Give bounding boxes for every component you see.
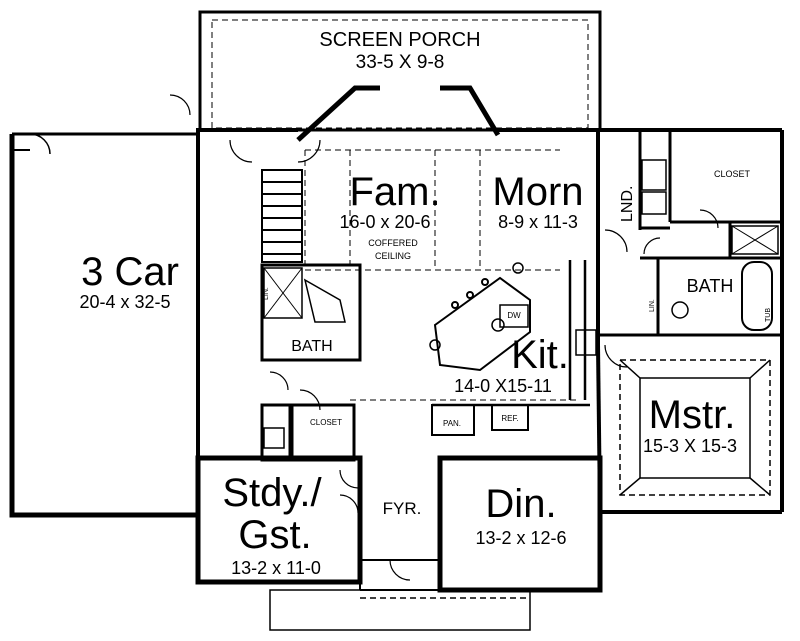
hall-bath-walls [260, 263, 362, 362]
porch-bay-walls [296, 85, 501, 142]
main-walls [196, 128, 784, 514]
garage-walls [9, 130, 200, 518]
kitchen-size: 14-0 X15-11 [454, 376, 552, 396]
kitchen-island [429, 262, 531, 372]
garage-door-arc [29, 133, 51, 155]
master-bath-name: BATH [687, 276, 734, 296]
toilet-fixture [671, 301, 689, 319]
front-porch [269, 589, 531, 631]
family-ceiling-note-2: CEILING [375, 251, 411, 261]
coffered-ceiling [304, 149, 580, 401]
screen-porch-outline [198, 10, 602, 132]
stairs [261, 169, 303, 263]
study-name-line1: Stdy./ [222, 471, 322, 515]
morning-name: Morn [492, 170, 583, 214]
family-name: Fam. [349, 170, 440, 214]
family-ceiling-note-1: COFFERED [368, 238, 418, 248]
refrigerator-label: REF. [501, 414, 518, 423]
morning-size: 8-9 x 11-3 [498, 212, 578, 232]
garage-size: 20-4 x 32-5 [79, 292, 170, 312]
door-swings [169, 94, 719, 581]
master-suite-walls [600, 130, 782, 337]
family-size: 16-0 x 20-6 [339, 212, 430, 232]
dining-size: 13-2 x 12-6 [475, 528, 566, 548]
master-tray-ceiling [619, 359, 771, 496]
tub-name: TUB [765, 308, 772, 322]
garage-name: 3 Car [81, 250, 179, 294]
hall-closet-walls [260, 403, 356, 462]
pantry-label: PAN. [443, 419, 461, 428]
study-size: 13-2 x 11-0 [231, 558, 321, 578]
master-name: Mstr. [649, 393, 736, 437]
dining-name: Din. [485, 482, 556, 526]
hall-bath-name: BATH [291, 338, 332, 355]
kitchen-counters [431, 260, 597, 436]
dishwasher-label: DW [507, 311, 521, 320]
screen-porch-size: 33-5 X 9-8 [356, 52, 445, 73]
tub-fixture [741, 261, 773, 331]
shower-fixture [731, 225, 779, 255]
hall-closet-name: CLOSET [310, 418, 342, 427]
master-linen-name: LIN. [649, 299, 656, 312]
laundry-name: LND. [619, 186, 636, 222]
master-closet-name: CLOSET [714, 169, 751, 179]
kitchen-name: Kit. [511, 333, 569, 377]
hall-linen-name: LIN. [263, 287, 270, 300]
foyer-name: FYR. [383, 499, 422, 518]
screen-porch-name: SCREEN PORCH [319, 29, 480, 51]
study-name-line2: Gst. [238, 513, 311, 557]
master-size: 15-3 X 15-3 [643, 436, 737, 456]
foyer-walls [359, 460, 440, 591]
